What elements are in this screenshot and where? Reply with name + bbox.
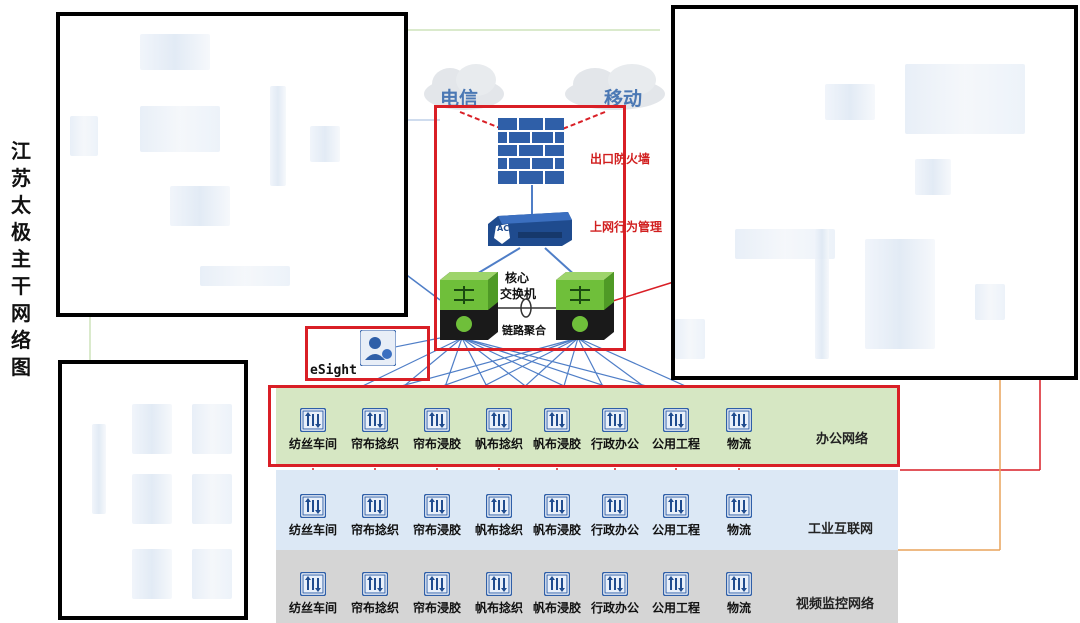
access-switch-icon: [638, 572, 714, 596]
access-switch-icon: [337, 572, 413, 596]
core-switch-label-2: 交换机: [500, 287, 537, 301]
access-switch-icon: [337, 408, 413, 432]
esight-icon: [360, 330, 396, 366]
core-switch-icon: [440, 272, 498, 340]
access-switch-node: 帆布浸胶: [519, 572, 595, 616]
access-switch-node: 帆布捻织: [461, 494, 537, 538]
blurred-overlay-panel: [56, 12, 408, 317]
access-switch-icon: [577, 572, 653, 596]
access-switch-label: 物流: [726, 601, 751, 615]
access-switch-icon: [337, 494, 413, 518]
access-switch-node: 行政办公: [577, 494, 653, 538]
access-switch-label: 帆布捻织: [474, 437, 523, 451]
access-switch-node: 帘布捻织: [337, 408, 413, 452]
access-switch-label: 纺丝车间: [288, 523, 337, 537]
access-switch-node: 物流: [701, 572, 777, 616]
access-switch-icon: [519, 494, 595, 518]
access-switch-icon: [399, 572, 475, 596]
access-switch-label: 帘布捻织: [350, 601, 399, 615]
esight-highlight-box: [305, 326, 430, 381]
behavior-mgmt-label: 上网行为管理: [590, 220, 663, 234]
access-switch-label: 帆布浸胶: [532, 601, 581, 615]
access-switch-icon: [461, 408, 537, 432]
esight-label: eSight: [310, 363, 357, 378]
access-switch-label: 物流: [726, 523, 751, 537]
access-switch-label: 公用工程: [651, 437, 700, 451]
access-switch-label: 纺丝车间: [288, 601, 337, 615]
access-switch-node: 帆布浸胶: [519, 494, 595, 538]
cloud-icon: [424, 64, 504, 110]
access-switch-label: 公用工程: [651, 601, 700, 615]
access-switch-icon: [275, 494, 351, 518]
access-switch-node: 公用工程: [638, 408, 714, 452]
access-switch-node: 帆布捻织: [461, 572, 537, 616]
access-switch-node: 公用工程: [638, 572, 714, 616]
access-switch-label: 帘布浸胶: [412, 601, 461, 615]
access-switch-icon: [701, 494, 777, 518]
access-switch-icon: [638, 408, 714, 432]
access-switch-node: 纺丝车间: [275, 572, 351, 616]
access-switch-node: 帘布捻织: [337, 494, 413, 538]
access-switch-node: 帆布捻织: [461, 408, 537, 452]
access-switch-label: 帆布浸胶: [532, 437, 581, 451]
access-switch-icon: [275, 408, 351, 432]
access-switch-label: 帘布浸胶: [412, 523, 461, 537]
ac-device-icon: [488, 212, 572, 246]
core-switch-label-1: 核心: [505, 271, 530, 285]
access-switch-icon: [519, 572, 595, 596]
blurred-overlay-panel: [671, 5, 1078, 380]
access-switch-label: 行政办公: [590, 601, 639, 615]
access-switch-icon: [519, 408, 595, 432]
firewall-label: 出口防火墙: [590, 152, 651, 166]
access-switch-label: 帆布浸胶: [532, 523, 581, 537]
access-switch-icon: [638, 494, 714, 518]
access-switch-node: 帆布浸胶: [519, 408, 595, 452]
access-switch-node: 帘布浸胶: [399, 494, 475, 538]
access-switch-node: 公用工程: [638, 494, 714, 538]
access-switch-icon: [577, 494, 653, 518]
core-highlight-box: [434, 105, 626, 351]
access-switch-label: 帘布浸胶: [412, 437, 461, 451]
access-switch-icon: [275, 572, 351, 596]
firewall-icon: [498, 118, 564, 184]
access-switch-icon: [399, 408, 475, 432]
access-switch-icon: [461, 572, 537, 596]
access-switch-node: 行政办公: [577, 572, 653, 616]
access-switch-node: 纺丝车间: [275, 408, 351, 452]
access-switch-label: 行政办公: [590, 437, 639, 451]
access-switch-label: 物流: [726, 437, 751, 451]
access-switch-node: 帘布浸胶: [399, 572, 475, 616]
access-switch-label: 帘布捻织: [350, 523, 399, 537]
isp-telecom-label: 电信: [440, 88, 479, 110]
isp-mobile-label: 移动: [604, 88, 643, 110]
link-aggregation-label: 链路聚合: [502, 324, 546, 337]
core-switch-icon: [556, 272, 614, 340]
access-switch-icon: [701, 572, 777, 596]
access-switch-node: 帘布浸胶: [399, 408, 475, 452]
office-highlight-box: [268, 385, 900, 467]
access-switch-node: 物流: [701, 408, 777, 452]
page-title: 江苏太极主干网络图: [11, 139, 31, 379]
access-switch-icon: [399, 494, 475, 518]
access-switch-node: 物流: [701, 494, 777, 538]
access-switch-icon: [701, 408, 777, 432]
access-switch-label: 行政办公: [590, 523, 639, 537]
zone-office-label: 办公网络: [816, 432, 869, 447]
blurred-overlay-panel: [58, 360, 248, 620]
access-switch-icon: [577, 408, 653, 432]
access-switch-node: 帘布捻织: [337, 572, 413, 616]
ac-badge: AC: [497, 224, 510, 233]
access-switch-label: 帘布捻织: [350, 437, 399, 451]
cloud-icon: [565, 64, 665, 110]
access-switch-label: 帆布捻织: [474, 523, 523, 537]
access-switch-node: 纺丝车间: [275, 494, 351, 538]
access-switch-label: 帆布捻织: [474, 601, 523, 615]
access-switch-node: 行政办公: [577, 408, 653, 452]
access-switch-label: 公用工程: [651, 523, 700, 537]
zone-industrial-label: 工业互联网: [808, 522, 874, 537]
zone-video-label: 视频监控网络: [796, 597, 875, 612]
access-switch-icon: [461, 494, 537, 518]
access-switch-label: 纺丝车间: [288, 437, 337, 451]
